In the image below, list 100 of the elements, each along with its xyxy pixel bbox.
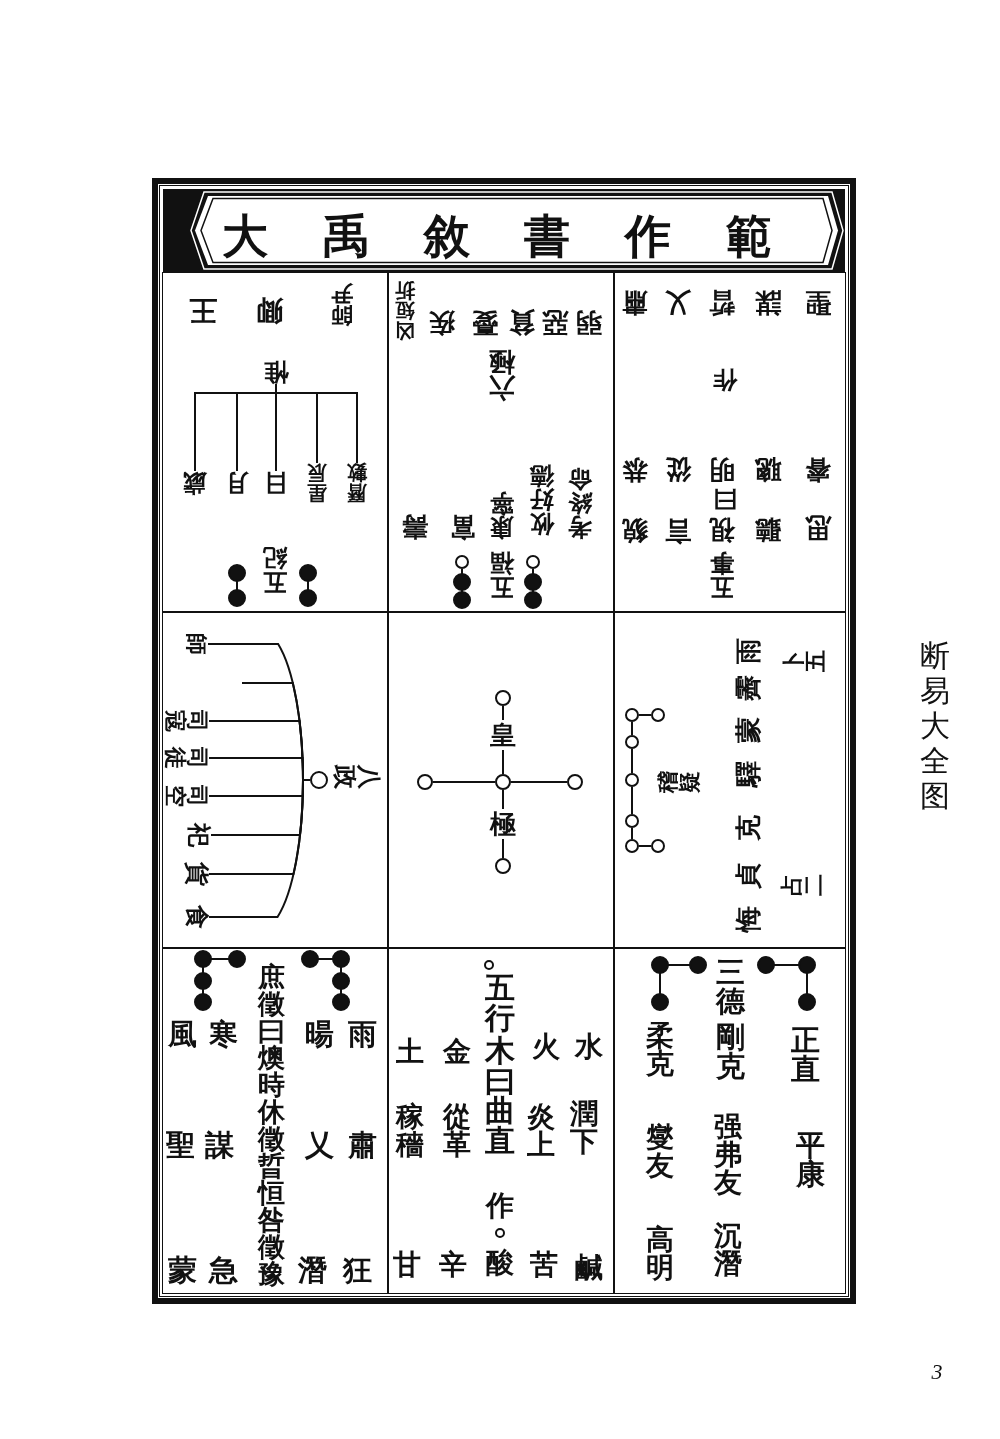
label: 風: [167, 1019, 197, 1049]
label: 作: [486, 1192, 514, 1220]
label: 惡: [542, 310, 568, 336]
label: 聽: [755, 517, 781, 543]
label: 蒙: [735, 717, 761, 743]
heading: 五紀: [263, 546, 287, 594]
label: 辛: [439, 1251, 467, 1279]
label: 謀: [204, 1130, 234, 1160]
label: 明: [709, 457, 735, 483]
page-number: 3: [931, 1361, 943, 1383]
label: 考終命: [568, 467, 592, 539]
label: 正直: [790, 1026, 820, 1084]
label: 貞: [735, 863, 761, 889]
label: 寒: [208, 1019, 238, 1049]
label: 惟: [264, 360, 288, 384]
label: 卿: [256, 296, 284, 324]
label: 聰: [755, 457, 781, 483]
label: 急: [208, 1255, 238, 1285]
label: 潛: [297, 1255, 327, 1285]
heading: 庶徵曰燠時休徵晢恒咎徵豫: [257, 963, 285, 1287]
label: 乂: [304, 1130, 334, 1160]
label: 視: [709, 517, 735, 543]
label: 沉潛: [714, 1222, 742, 1278]
label: 貧: [509, 310, 535, 336]
label: 祀: [187, 823, 211, 847]
label: 肅: [347, 1130, 377, 1160]
label: 康寧: [490, 491, 514, 539]
label: 卜五: [782, 650, 826, 672]
label: 師: [186, 633, 208, 655]
label: 肅: [622, 290, 648, 316]
connector-line: [207, 643, 311, 781]
label: 聖: [805, 290, 831, 316]
label: 暘: [304, 1019, 334, 1049]
label: 凶短折: [395, 281, 415, 341]
label: 司徒: [165, 747, 209, 769]
label: 霽: [735, 675, 761, 701]
label: 金: [443, 1038, 471, 1066]
label: 師尹: [331, 283, 353, 327]
label: 晢: [709, 290, 735, 316]
label: 鹹: [575, 1254, 603, 1282]
label: 柔克: [646, 1022, 674, 1078]
label: 驛: [735, 761, 761, 787]
label: 言: [665, 518, 691, 544]
grid-cell: [614, 948, 846, 1294]
label: 克: [735, 815, 761, 841]
label: 弱: [576, 310, 602, 336]
heading: 五事: [710, 551, 734, 599]
grid-cell: [614, 612, 846, 948]
label: 壽: [402, 514, 428, 540]
label: 月: [225, 471, 249, 495]
grid-cell: [388, 948, 614, 1294]
label: 悔: [735, 906, 761, 932]
label: 蒙: [167, 1255, 197, 1285]
label: 稼穡: [396, 1103, 424, 1159]
label: 聖: [165, 1130, 195, 1160]
label: 歲: [183, 471, 207, 495]
title: 大禹敘書作範: [222, 213, 772, 259]
heading: 六極: [489, 349, 515, 401]
label: 燮友: [646, 1124, 674, 1180]
label: 司寇: [165, 710, 209, 732]
side-label: 断易大全图: [920, 637, 950, 813]
heading: 五福: [490, 551, 514, 599]
label: 思: [805, 515, 831, 541]
label: 作: [713, 368, 737, 392]
heading: 稽疑: [656, 771, 700, 793]
grid-cell: [162, 272, 388, 612]
label: 曰: [713, 488, 737, 512]
heading: 八政: [333, 765, 381, 789]
label: 水: [575, 1033, 603, 1061]
label: 食: [185, 905, 209, 929]
grid-cell: [388, 272, 614, 612]
label: 苦: [530, 1251, 558, 1279]
label: 雨: [735, 638, 761, 664]
label: 皇: [490, 722, 516, 748]
label: 極: [490, 811, 516, 837]
label: 平康: [795, 1131, 825, 1189]
label: 司空: [165, 785, 209, 807]
label: 從: [665, 457, 691, 483]
label: 强弗友: [714, 1113, 742, 1197]
label: 恭: [622, 457, 648, 483]
label: 睿: [805, 457, 831, 483]
label: 王: [189, 296, 217, 324]
label: 狂: [342, 1255, 372, 1285]
label: 剛克: [715, 1023, 745, 1081]
label: 乂: [665, 290, 691, 316]
label: 星辰: [307, 463, 327, 503]
label: 貌: [622, 518, 648, 544]
label: 火: [532, 1033, 560, 1061]
heading: 五行: [485, 973, 515, 1033]
label: 占二: [780, 874, 824, 896]
grid-cell: [614, 272, 846, 612]
grid-cell: [162, 612, 388, 948]
label: 潤下: [570, 1100, 598, 1156]
label: 疾: [429, 310, 455, 336]
label: 曆數: [347, 463, 367, 503]
connector-line: [275, 383, 358, 464]
label: 雨: [347, 1019, 377, 1049]
label: 從革: [443, 1103, 471, 1159]
label: 富: [449, 514, 475, 540]
circle-icon: [310, 771, 328, 789]
